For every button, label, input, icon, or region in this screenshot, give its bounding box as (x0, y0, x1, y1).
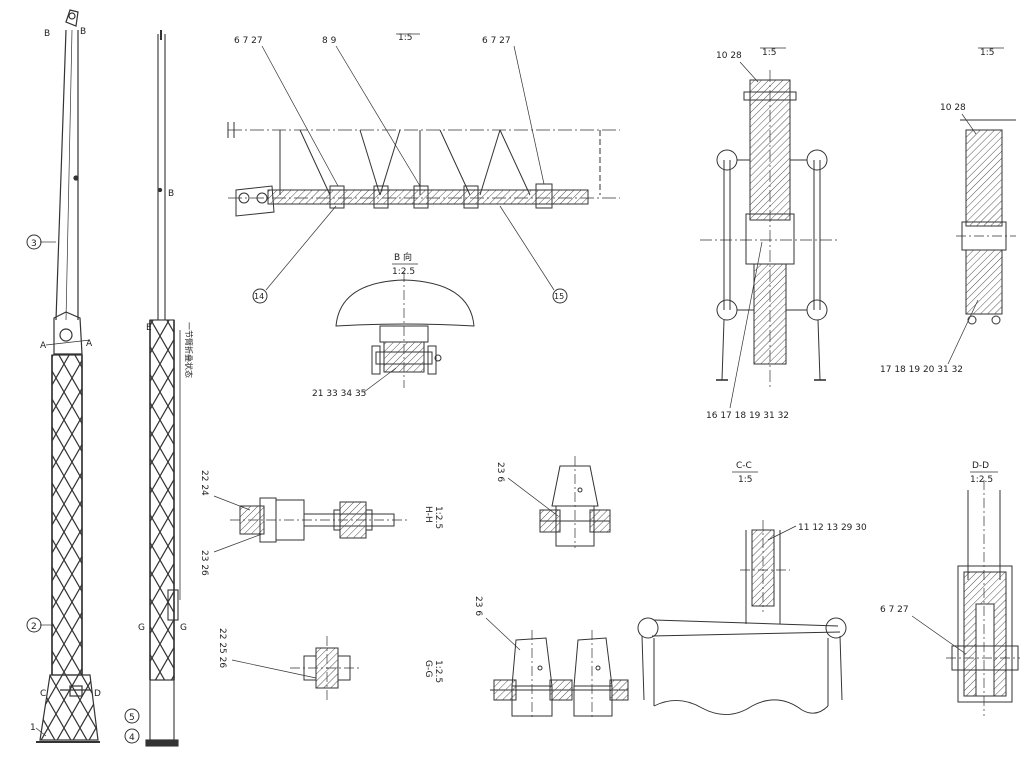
b-view-detail (335, 272, 475, 388)
section-cc-title: C-C (736, 461, 752, 471)
section-cc-labels: C-C 1:5 11 12 13 29 30 (732, 461, 867, 541)
section-dd-scale: 1:2.5 (970, 475, 993, 485)
label-a-left: A (40, 341, 47, 351)
callout-6-7-27-dd: 6 7 27 (880, 605, 909, 615)
boom-chord-labels: 1:5 6 7 27 8 9 6 7 27 14 15 (234, 33, 568, 304)
section-gg-detail (290, 636, 360, 700)
callout-6-7-27-left: 6 7 27 (234, 36, 263, 46)
callout-6-7-27-right: 6 7 27 (482, 36, 511, 46)
label-d: D (94, 689, 101, 699)
svg-text:1: 1 (30, 723, 36, 733)
callout-23-6-top: 23 6 (495, 462, 505, 482)
boom-chord-detail (227, 122, 620, 217)
pulley-front-view (700, 70, 840, 390)
crane-elevation-labels: B B A A C D 3 2 1 (26, 27, 101, 737)
pulley-front-labels: 1:5 10 28 16 17 18 19 31 32 (706, 47, 789, 421)
svg-text:15: 15 (554, 292, 564, 301)
pulley-side-scale: 1:5 (980, 48, 994, 58)
pulley-front-scale: 1:5 (762, 48, 776, 58)
pin-detail-top-labels: 23 6 (495, 462, 559, 517)
b-view-scale: 1:2.5 (392, 267, 415, 277)
section-cc-detail (637, 520, 847, 715)
section-dd-detail (946, 480, 1020, 716)
boom-side-view (145, 30, 181, 747)
folded-state-note: 一节臂折叠状态 (184, 322, 194, 378)
svg-text:4: 4 (129, 733, 135, 743)
item-balloon-15: 15 (499, 205, 568, 304)
item-balloon-14: 14 (252, 205, 337, 304)
crane-elevation-view (36, 9, 100, 743)
svg-text:14: 14 (254, 292, 264, 301)
item-label-1: 1 (30, 723, 47, 737)
boom-side-labels: B E G G 一节臂折叠状态 4 5 (124, 189, 194, 744)
section-cc-scale: 1:5 (738, 475, 752, 485)
section-hh-labels: H-H 1:2.5 22 24 23 26 (199, 470, 443, 576)
callout-8-9: 8 9 (322, 36, 337, 46)
item-balloon-2: 2 (26, 617, 54, 633)
pulley-side-view (956, 119, 1016, 325)
pulley-side-labels: 1:5 10 28 17 18 19 20 31 32 (880, 47, 1004, 375)
section-gg-scale: 1:2.5 (433, 660, 443, 683)
label-a-right: A (86, 339, 93, 349)
boom-detail-scale: 1:5 (398, 33, 412, 43)
b-view-title: B 向 (394, 251, 412, 263)
pin-detail-bottom (490, 630, 629, 720)
svg-text:2: 2 (31, 622, 37, 632)
callout-21-33-34-35: 21 33 34 35 (312, 389, 366, 399)
b-view-labels: B 向 1:2.5 21 33 34 35 (312, 251, 418, 399)
svg-text:3: 3 (31, 239, 37, 249)
callout-22-25-26: 22 25 26 (217, 628, 227, 668)
item-balloon-4: 4 (124, 728, 140, 744)
section-dd-labels: D-D 1:2.5 6 7 27 (880, 461, 998, 655)
section-gg-labels: G-G 1:2.5 22 25 26 (217, 628, 443, 683)
callout-10-28-side: 10 28 (940, 103, 966, 113)
section-hh-detail (230, 497, 410, 543)
callout-10-28-front: 10 28 (716, 51, 742, 61)
label-b-side: B (168, 189, 174, 199)
section-hh-title: H-H (423, 506, 433, 523)
section-gg-title: G-G (423, 660, 433, 678)
section-dd-title: D-D (972, 461, 989, 471)
label-b-top-right: B (80, 27, 86, 37)
pin-detail-bottom-labels: 23 6 (473, 596, 521, 651)
label-c: C (40, 689, 46, 699)
label-b-top: B (44, 29, 50, 39)
item-balloon-3: 3 (26, 234, 56, 250)
callout-11-12-13-29-30: 11 12 13 29 30 (798, 523, 867, 533)
label-g-right: G (180, 623, 187, 633)
callout-23-6-bottom: 23 6 (473, 596, 483, 616)
pin-detail-top (539, 456, 611, 548)
item-balloon-5: 5 (124, 708, 140, 724)
label-g-left: G (138, 623, 145, 633)
section-hh-scale: 1:2.5 (433, 506, 443, 529)
callout-22-24: 22 24 (199, 470, 209, 496)
callout-16-17-18-19-31-32: 16 17 18 19 31 32 (706, 411, 789, 421)
callout-23-26: 23 26 (199, 550, 209, 576)
label-e: E (146, 323, 152, 333)
svg-text:5: 5 (129, 713, 135, 723)
callout-17-18-19-20-31-32: 17 18 19 20 31 32 (880, 365, 963, 375)
